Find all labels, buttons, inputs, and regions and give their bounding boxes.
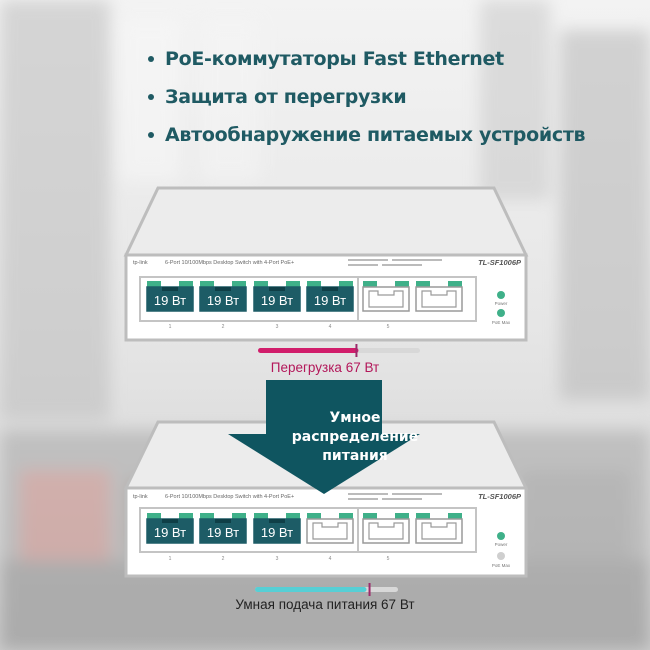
port-power-label: 19 Вт — [154, 525, 186, 540]
powered-port: 19 Вт — [199, 281, 247, 312]
port-number: 1 — [169, 324, 172, 330]
port-power-label: 19 Вт — [154, 293, 186, 308]
port-numbers: 1 2 3 4 5 — [169, 556, 390, 562]
poe-max-led-icon — [497, 552, 505, 560]
model-text: TL-SF1006P — [478, 258, 522, 267]
overload-power-bar — [258, 344, 420, 357]
port-numbers: 1 2 3 4 5 — [169, 324, 390, 330]
port-number: 5 — [387, 556, 390, 562]
smart-power-bar — [255, 583, 398, 596]
bullet-dot-icon — [148, 94, 154, 100]
empty-port — [306, 513, 354, 544]
port-number: 3 — [276, 556, 279, 562]
feature-item: Автообнаружение питаемых устройств — [148, 116, 628, 154]
arrow-caption-line: Умное — [329, 410, 381, 426]
bullet-dot-icon — [148, 56, 154, 62]
top-port-row: 19 Вт 19 Вт 19 Вт 19 Вт — [146, 281, 463, 312]
powered-port: 19 Вт — [146, 513, 194, 544]
non-poe-port-group — [357, 276, 477, 322]
port-number: 2 — [222, 324, 225, 330]
empty-port — [362, 281, 410, 312]
power-led-label: Power — [495, 542, 508, 547]
switch-description: 6-Port 10/100Mbps Desktop Switch with 4-… — [165, 494, 294, 500]
feature-text: Автообнаружение питаемых устройств — [165, 124, 586, 146]
spec-text-lines — [348, 259, 442, 266]
feature-list: PoE-коммутаторы Fast Ethernet Защита от … — [148, 40, 628, 154]
power-bar-fill — [258, 348, 359, 353]
overload-label: Перегрузка 67 Вт — [270, 360, 380, 375]
power-bar-fill — [255, 587, 367, 592]
port-power-label: 19 Вт — [314, 293, 346, 308]
brand-text: tp-link — [133, 260, 148, 266]
poe-max-led-label: PoE Max — [492, 563, 511, 568]
powered-port: 19 Вт — [146, 281, 194, 312]
feature-text: PoE-коммутаторы Fast Ethernet — [165, 48, 504, 70]
powered-port: 19 Вт — [253, 513, 301, 544]
poe-max-led-label: PoE Max — [492, 320, 511, 325]
spec-text-lines — [348, 493, 442, 500]
top-switch: tp-link 6-Port 10/100Mbps Desktop Switch… — [123, 186, 529, 342]
port-power-label: 19 Вт — [207, 525, 239, 540]
port-number: 5 — [387, 324, 390, 330]
power-led-icon — [497, 532, 505, 540]
ethernet-port-icon — [415, 518, 463, 544]
switch-top-panel — [123, 186, 529, 257]
powered-port: 19 Вт — [253, 281, 301, 312]
empty-port — [415, 513, 463, 544]
power-led-icon — [497, 291, 505, 299]
powered-port: 19 Вт — [306, 281, 354, 312]
port-power-label: 19 Вт — [207, 293, 239, 308]
ethernet-port-icon — [362, 286, 410, 312]
smart-power-label: Умная подача питания 67 Вт — [235, 597, 415, 612]
feature-item: Защита от перегрузки — [148, 78, 628, 116]
bottom-port-row: 19 Вт 19 Вт 19 Вт — [146, 513, 463, 544]
feature-text: Защита от перегрузки — [165, 86, 407, 108]
feature-item: PoE-коммутаторы Fast Ethernet — [148, 40, 628, 78]
brand-text: tp-link — [133, 494, 148, 500]
empty-port — [362, 513, 410, 544]
port-power-label: 19 Вт — [261, 293, 293, 308]
non-poe-port-group — [357, 507, 477, 553]
ethernet-port-icon — [362, 518, 410, 544]
ethernet-port-icon — [306, 518, 354, 544]
bullet-dot-icon — [148, 132, 154, 138]
port-number: 1 — [169, 556, 172, 562]
smart-distribution-arrow-icon — [228, 380, 420, 494]
port-number: 2 — [222, 556, 225, 562]
power-led-label: Power — [495, 301, 508, 306]
empty-port — [415, 281, 463, 312]
port-number: 4 — [329, 324, 332, 330]
power-limit-marker — [355, 344, 358, 357]
poe-max-led-icon — [497, 309, 505, 317]
arrow-caption-line: распределение — [291, 429, 419, 445]
ethernet-port-icon — [415, 286, 463, 312]
arrow-caption: Умное распределение питания — [255, 409, 455, 466]
port-number: 3 — [276, 324, 279, 330]
port-power-label: 19 Вт — [261, 525, 293, 540]
power-limit-marker — [368, 583, 371, 596]
arrow-caption-line: питания — [322, 448, 388, 464]
switch-description: 6-Port 10/100Mbps Desktop Switch with 4-… — [165, 260, 294, 266]
powered-port: 19 Вт — [199, 513, 247, 544]
model-text: TL-SF1006P — [478, 492, 522, 501]
port-number: 4 — [329, 556, 332, 562]
